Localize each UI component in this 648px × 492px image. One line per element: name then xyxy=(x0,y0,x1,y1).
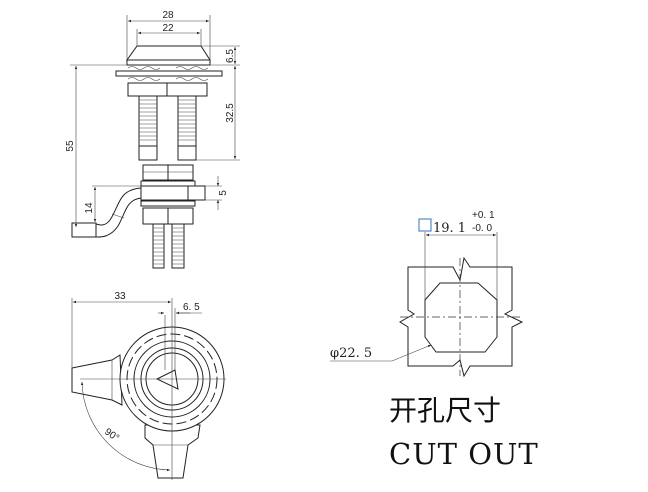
dim-rotation-angle: 90° xyxy=(102,426,121,444)
front-view: 28 22 6.5 32.5 55 5 14 xyxy=(65,10,240,269)
flange-plate xyxy=(115,70,223,77)
cutout-shape xyxy=(424,282,498,353)
tolerance-upper: +0. 1 xyxy=(472,210,495,221)
cutout-drawing: 19. 1 +0. 1 -0. 0 φ22. 5 开孔尺寸 CUT OUT xyxy=(330,210,539,471)
dim-total-length: 55 xyxy=(65,140,76,152)
cutout-title-en: CUT OUT xyxy=(389,437,539,471)
tolerance-lower: -0. 0 xyxy=(472,223,492,234)
panel-outline xyxy=(399,256,524,378)
serrated-washer xyxy=(127,66,209,81)
cam-arm xyxy=(71,185,206,238)
dim-cam-thickness: 5 xyxy=(218,190,229,196)
cutout-width: 19. 1 xyxy=(433,221,466,236)
cap-base xyxy=(126,59,211,66)
washer xyxy=(140,180,196,187)
square-symbol-icon xyxy=(418,218,432,232)
dim-body-length: 32.5 xyxy=(225,103,236,123)
threaded-stud xyxy=(152,223,185,269)
cutout-diameter: φ22. 5 xyxy=(330,346,372,361)
bottom-view: 33 6. 5 90° xyxy=(71,291,226,480)
thread-body xyxy=(138,95,197,161)
dim-cam-offset: 14 xyxy=(84,202,95,214)
dim-overall-width: 28 xyxy=(162,10,174,21)
dim-cap-height: 6.5 xyxy=(225,49,236,63)
dim-triangle-offset: 6. 5 xyxy=(183,302,200,313)
dim-cap-width: 22 xyxy=(162,23,174,34)
cutout-title-cn: 开孔尺寸 xyxy=(389,394,501,427)
cam-arm-bottom xyxy=(144,424,201,479)
dimension-lines xyxy=(70,15,240,227)
dim-cam-reach: 33 xyxy=(114,291,126,302)
lock-cap xyxy=(126,45,211,61)
cam-arm-left xyxy=(71,354,123,406)
